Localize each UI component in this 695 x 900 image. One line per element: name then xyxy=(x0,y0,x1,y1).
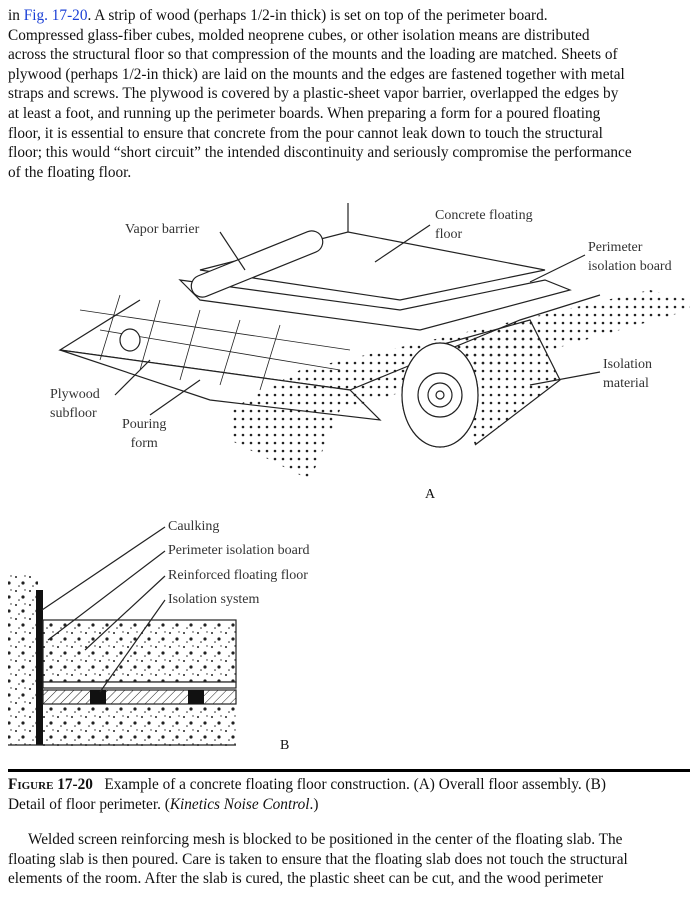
text-line: at least a foot, and running up the peri… xyxy=(8,104,601,122)
caption-rule xyxy=(8,769,690,772)
caption-text: Example of a concrete floating floor con… xyxy=(104,776,606,793)
label-caulking: Caulking xyxy=(168,519,220,534)
caption-source: Kinetics Noise Control xyxy=(169,795,310,813)
text-line: floor; this would “short circuit” the in… xyxy=(8,144,632,162)
label-vapor-barrier: Vapor barrier xyxy=(125,222,200,237)
label-reinforced-floor: Reinforced floating floor xyxy=(168,568,308,583)
text-line: floating slab is then poured. Care is ta… xyxy=(8,850,628,868)
text-line: of the floating floor. xyxy=(8,163,132,181)
label-perimeter-board: Perimeter isolation board xyxy=(168,543,310,558)
figure-link[interactable]: Fig. 17-20 xyxy=(23,7,88,24)
text-line: across the structural floor so that comp… xyxy=(8,46,618,64)
panel-a-letter: A xyxy=(425,487,436,502)
text-line: Compressed glass-fiber cubes, molded neo… xyxy=(8,26,590,44)
panel-b-letter: B xyxy=(280,738,290,753)
text: . A strip of wood (perhaps 1/2-in thick)… xyxy=(87,7,548,24)
panel-a-drawing xyxy=(58,203,690,480)
panel-b-drawing xyxy=(8,526,237,746)
caption-label: Figure 17-20 xyxy=(8,776,93,793)
label-isolation-system: Isolation system xyxy=(168,592,260,607)
figure-caption: Figure 17-20 Example of a concrete float… xyxy=(8,775,606,814)
floor-construction-figure xyxy=(8,203,690,746)
caption-text: .) xyxy=(309,795,319,813)
text-line: elements of the room. After the slab is … xyxy=(8,870,604,888)
top-paragraph: in Fig. 17-20. A strip of wood (perhaps … xyxy=(8,6,632,182)
text: in xyxy=(8,7,24,24)
text-line: straps and screws. The plywood is covere… xyxy=(8,85,619,103)
text-line: plywood (perhaps 1/2-in thick) are laid … xyxy=(8,65,625,83)
caption-text: Detail of floor perimeter. ( xyxy=(8,795,170,813)
text-line: Welded screen reinforcing mesh is blocke… xyxy=(28,831,623,848)
text-line: floor, it is essential to ensure that co… xyxy=(8,124,603,142)
bottom-paragraph: Welded screen reinforcing mesh is blocke… xyxy=(8,830,628,889)
